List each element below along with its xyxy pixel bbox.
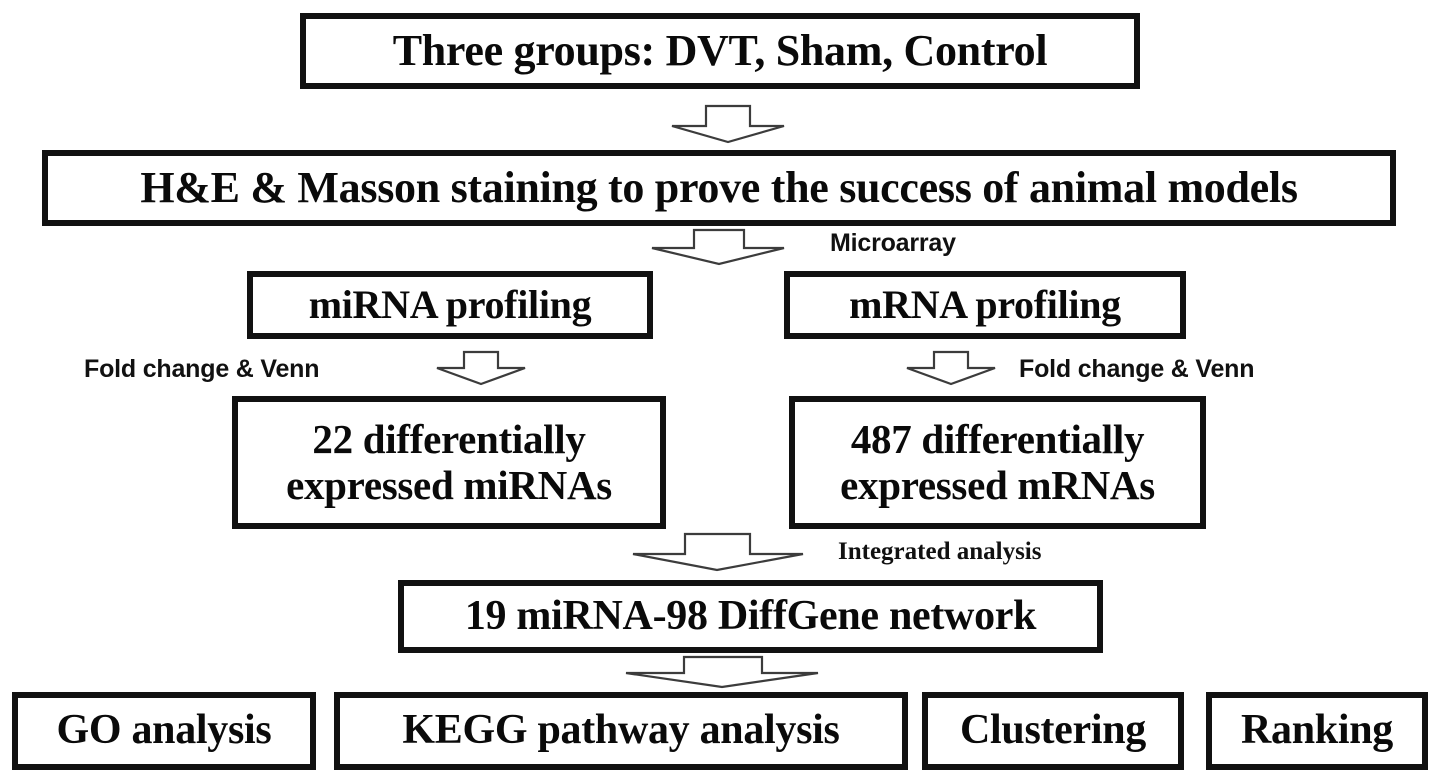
edge-label-microarray: Microarray <box>830 229 956 257</box>
arrow-groups-to-staining <box>668 104 788 144</box>
arrow-staining-to-profiling <box>648 228 788 266</box>
node-three-groups: Three groups: DVT, Sham, Control <box>300 13 1140 89</box>
node-mirna-result: 22 differentially expressed miRNAs <box>232 396 666 529</box>
edge-label-fold-change-left: Fold change & Venn <box>84 355 320 383</box>
node-go-analysis-label: GO analysis <box>56 707 272 754</box>
arrow-results-to-network <box>628 532 808 572</box>
node-mrna-result-label: 487 differentially expressed mRNAs <box>840 415 1155 508</box>
node-mirna-profiling-label: miRNA profiling <box>308 281 592 327</box>
node-clustering-label: Clustering <box>959 707 1146 754</box>
edge-label-fold-change-right: Fold change & Venn <box>1019 355 1255 383</box>
node-mirna-profiling: miRNA profiling <box>247 271 653 339</box>
node-clustering: Clustering <box>922 692 1184 770</box>
node-ranking-label: Ranking <box>1241 707 1393 754</box>
node-staining-label: H&E & Masson staining to prove the succe… <box>140 163 1298 213</box>
node-staining: H&E & Masson staining to prove the succe… <box>42 150 1396 226</box>
edge-label-integrated-analysis: Integrated analysis <box>838 538 1042 565</box>
node-three-groups-label: Three groups: DVT, Sham, Control <box>392 26 1048 76</box>
node-network: 19 miRNA-98 DiffGene network <box>398 580 1103 653</box>
arrow-mrna-profiling-to-result <box>903 350 999 386</box>
node-mrna-profiling-label: mRNA profiling <box>849 281 1121 327</box>
node-kegg-analysis: KEGG pathway analysis <box>334 692 908 770</box>
arrow-mirna-profiling-to-result <box>433 350 529 386</box>
node-mrna-result: 487 differentially expressed mRNAs <box>789 396 1206 529</box>
node-mirna-result-label: 22 differentially expressed miRNAs <box>286 415 612 508</box>
node-network-label: 19 miRNA-98 DiffGene network <box>464 592 1037 639</box>
node-kegg-analysis-label: KEGG pathway analysis <box>402 707 840 754</box>
node-go-analysis: GO analysis <box>12 692 316 770</box>
arrow-network-to-downstream <box>622 655 822 689</box>
node-ranking: Ranking <box>1206 692 1428 770</box>
node-mrna-profiling: mRNA profiling <box>784 271 1186 339</box>
